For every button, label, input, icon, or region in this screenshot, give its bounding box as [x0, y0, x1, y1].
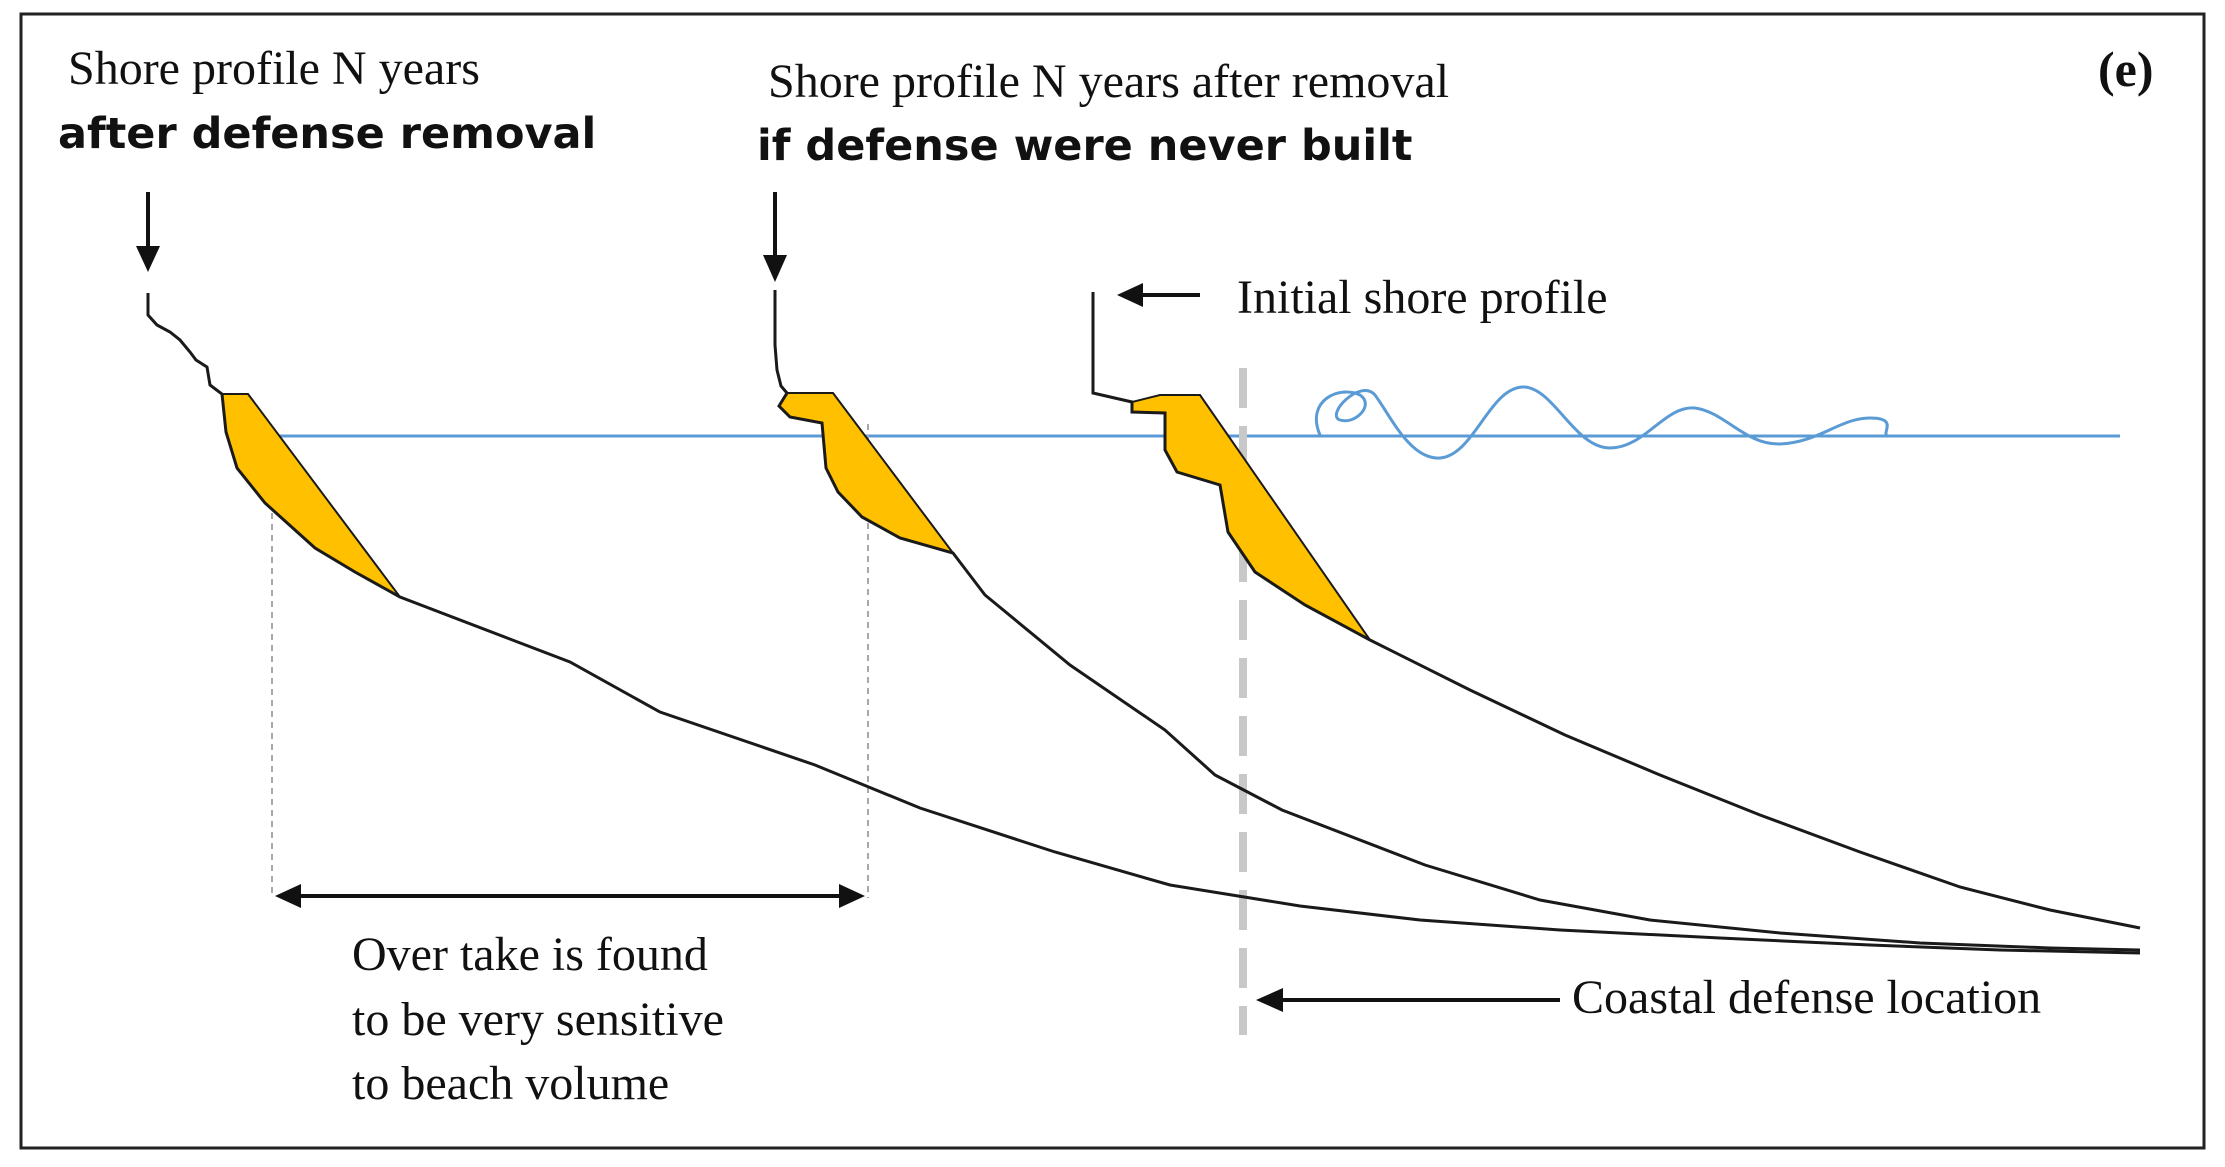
label-never-built-line1: Shore profile N years after removal	[768, 55, 1449, 108]
frame-border	[19, 12, 2206, 1150]
arrowhead-initial-profile	[1117, 283, 1143, 307]
label-panel: (e)	[2098, 41, 2154, 97]
beach-volume-profile-2	[777, 392, 956, 555]
label-overtake-line2: to be very sensitive	[352, 993, 724, 1046]
beach-volume-initial	[1131, 394, 1371, 641]
overtake-arrowhead-right	[839, 884, 865, 908]
overtake-arrowhead-left	[275, 884, 301, 908]
label-after-removal-line2: after defense removal	[58, 109, 596, 159]
arrowhead-never-built	[763, 255, 787, 282]
label-never-built-line2: if defense were never built	[757, 121, 1412, 171]
profile-after-removal	[146, 293, 2141, 955]
beach-volume-profile-1	[220, 393, 401, 598]
label-after-removal-line1: Shore profile N years	[68, 42, 480, 95]
arrowhead-coastal-defense	[1256, 988, 1283, 1012]
label-initial-profile: Initial shore profile	[1237, 271, 1608, 324]
label-coastal-defense: Coastal defense location	[1572, 971, 2041, 1024]
arrowhead-after-removal	[136, 246, 160, 272]
label-overtake-line3: to beach volume	[352, 1057, 669, 1110]
profile-initial	[1091, 292, 2141, 930]
wave-curve	[1314, 385, 1889, 460]
profile-never-built	[773, 290, 2141, 952]
label-overtake-line1: Over take is found	[352, 928, 708, 981]
